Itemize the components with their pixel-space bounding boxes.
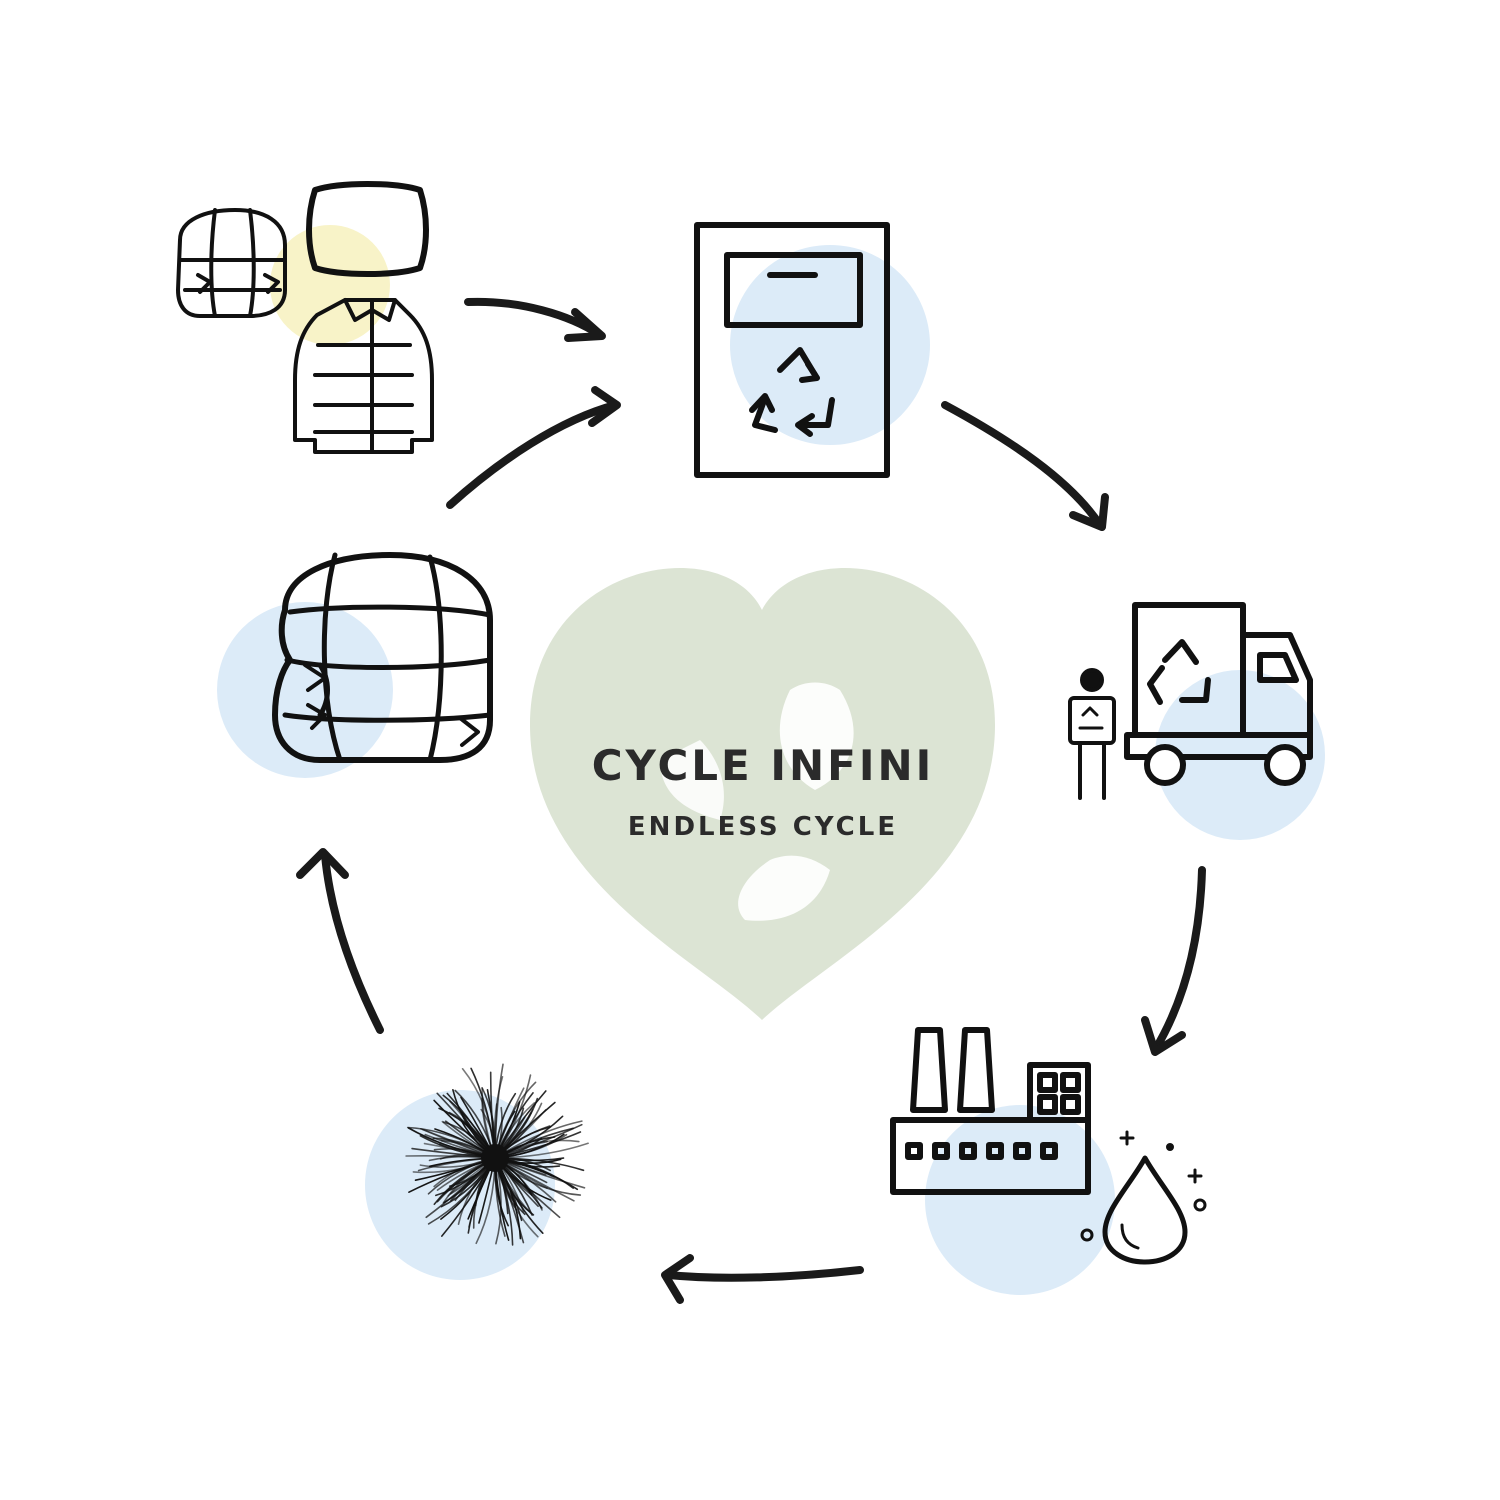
step-duvet — [272, 552, 493, 763]
step-factory — [890, 1027, 1207, 1265]
step-products — [176, 181, 434, 454]
bin-slot — [724, 252, 863, 328]
diagram-title: CYCLE INFINI — [592, 741, 935, 790]
duvet-icon — [272, 552, 493, 763]
pillow-icon — [306, 181, 429, 277]
jacket-icon — [293, 298, 434, 454]
truck-recycle-icon — [1147, 639, 1211, 705]
arrow-duvet-to-bin — [446, 386, 621, 509]
leaves-icon — [660, 682, 854, 921]
arrow-products-to-bin — [464, 297, 606, 342]
person-icon — [1068, 668, 1116, 800]
factory-icon — [890, 1027, 1091, 1195]
recycle-icon — [749, 347, 835, 437]
duvet-circle — [217, 602, 393, 778]
bin-body — [694, 222, 890, 478]
arrow-fiber-to-duvet — [296, 848, 384, 1034]
step-transport — [1068, 602, 1313, 800]
truck-icon — [1124, 602, 1313, 786]
arrow-factory-to-fiber — [661, 1254, 864, 1304]
arrow-bin-to-truck — [941, 401, 1109, 531]
diagram-subtitle: ENDLESS CYCLE — [628, 812, 898, 842]
center-heart: CYCLE INFINI ENDLESS CYCLE — [530, 568, 995, 1020]
water-drop-icon — [1080, 1130, 1207, 1265]
step-collection-bin — [694, 222, 890, 478]
small-duvet-icon — [176, 208, 287, 318]
bin-circle — [730, 245, 930, 445]
step-down-fiber — [405, 1063, 589, 1246]
heart-icon — [530, 568, 995, 1020]
arrow-truck-to-factory — [1141, 866, 1206, 1056]
